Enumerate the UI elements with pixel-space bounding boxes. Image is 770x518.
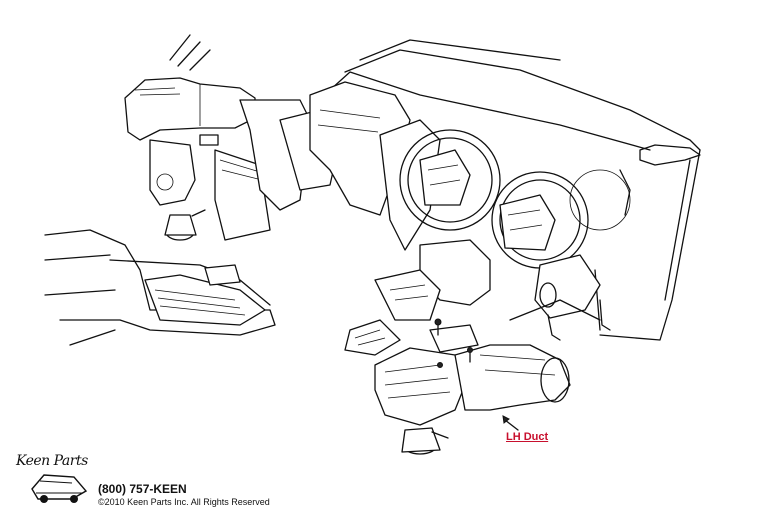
keen-parts-logo-car-icon (31, 474, 88, 503)
phone-number: (800) 757-KEEN (98, 482, 187, 496)
logo-text: Keen Parts (16, 453, 88, 469)
lh-duct (374, 318, 571, 426)
left-dash-vent (44, 229, 276, 346)
lower-blower-motor (401, 427, 449, 455)
left-defroster-duct (124, 77, 341, 241)
steering-column-bracket (344, 239, 491, 356)
gauge-cluster (399, 129, 631, 269)
copyright-text: ©2010 Keen Parts Inc. All Rights Reserve… (98, 497, 270, 507)
column-cover (509, 254, 601, 341)
left-blower-motor (164, 209, 206, 241)
lh-duct-callout-link[interactable]: LH Duct (506, 431, 549, 443)
center-heater-box (309, 81, 441, 251)
lh-duct-callout-arrow (502, 415, 519, 431)
keen-parts-logo: Keen Parts (12, 447, 98, 513)
pillar-lines (169, 34, 211, 71)
dash-panel (329, 39, 701, 341)
